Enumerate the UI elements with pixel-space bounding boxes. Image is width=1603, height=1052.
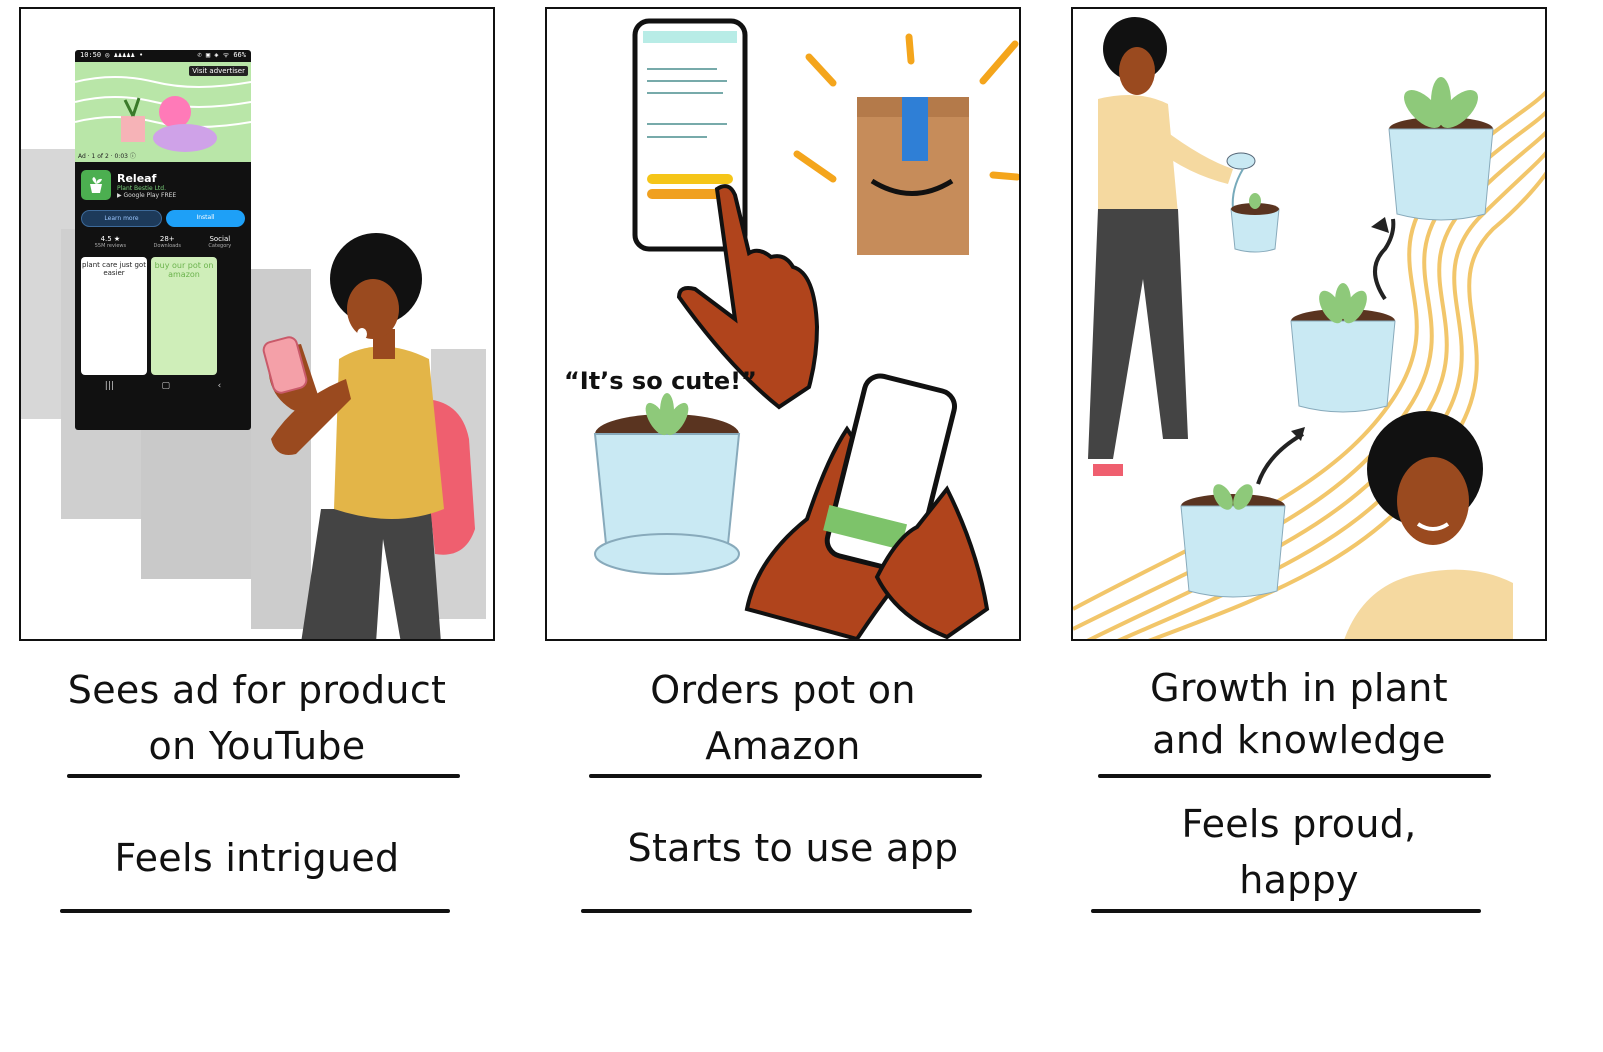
divider-action-3 bbox=[1098, 774, 1491, 778]
divider-action-1 bbox=[67, 774, 460, 778]
app-developer: Plant Bestie Ltd. bbox=[117, 184, 166, 192]
caption-feeling-2-line1: Starts to use app bbox=[627, 826, 959, 870]
phone-status-bar: 10:50 ◎ ♟♟♟♟♟ •✆ ▣ ◈ ᯤ 66% bbox=[80, 51, 246, 59]
standing-person-pants bbox=[1088, 209, 1188, 459]
smiling-person-face bbox=[1397, 457, 1469, 545]
screenshot-plant-care[interactable]: plant care just got easier bbox=[81, 257, 147, 375]
pot-small bbox=[1230, 193, 1280, 253]
caption-action-1-line1: Sees ad for product bbox=[67, 668, 447, 712]
speech-quote: “It’s so cute!” bbox=[564, 367, 757, 395]
panel-growth bbox=[1071, 7, 1547, 641]
caption-feeling-3-line1: Feels proud, bbox=[1181, 802, 1417, 846]
visit-advertiser-button[interactable]: Visit advertiser bbox=[189, 66, 248, 76]
divider-action-2 bbox=[589, 774, 982, 778]
illustration-plant-growth bbox=[1073, 17, 1545, 639]
caption-feeling-1-line1: Feels intrigued bbox=[114, 836, 400, 880]
app-name: Releaf bbox=[117, 171, 157, 185]
divider-feeling-3 bbox=[1091, 909, 1481, 913]
ad-tag: Ad · 1 of 2 · 0:03 ⓘ bbox=[78, 153, 136, 160]
caption-feeling-2: Starts to use app bbox=[555, 820, 1031, 876]
caption-action-3-line1: Growth in plant bbox=[1150, 666, 1448, 710]
screenshot-buy-pot[interactable]: buy our pot on amazon bbox=[151, 257, 217, 375]
face bbox=[347, 279, 399, 339]
caption-action-1: Sees ad for product on YouTube bbox=[19, 662, 495, 774]
smile-logo bbox=[870, 178, 954, 196]
back-icon[interactable]: ‹ bbox=[217, 381, 222, 391]
install-button[interactable]: Install bbox=[166, 210, 245, 227]
caption-action-2-line2: Amazon bbox=[705, 724, 861, 768]
learn-more-button[interactable]: Learn more bbox=[81, 210, 162, 227]
pointing-hand bbox=[676, 184, 820, 410]
add-to-cart-bar bbox=[647, 174, 733, 184]
pot-stage-2 bbox=[1290, 283, 1396, 413]
caption-action-2-line1: Orders pot on bbox=[650, 668, 916, 712]
smiling-person-shirt bbox=[1344, 569, 1513, 639]
android-nav-bar: ||| ▢ ‹ bbox=[81, 381, 245, 391]
buy-now-bar bbox=[647, 189, 733, 199]
recents-icon[interactable]: ||| bbox=[104, 381, 114, 391]
caption-action-1-line2: on YouTube bbox=[148, 724, 366, 768]
panel-orders-pot: “It’s so cute!” bbox=[545, 7, 1021, 641]
caption-feeling-3-line2: happy bbox=[1239, 858, 1359, 902]
standing-person-top bbox=[1098, 95, 1178, 219]
divider-feeling-1 bbox=[60, 909, 450, 913]
youtube-ad-screen: 10:50 ◎ ♟♟♟♟♟ •✆ ▣ ◈ ᯤ 66% Visit adverti… bbox=[75, 50, 251, 430]
caption-action-2: Orders pot on Amazon bbox=[545, 662, 1021, 774]
pot-stage-1 bbox=[1180, 484, 1286, 598]
ad-card: Releaf Plant Bestie Ltd. ▶ Google Play F… bbox=[75, 162, 251, 399]
caption-action-3-line2: and knowledge bbox=[1152, 718, 1446, 762]
stat-rating: 4.5 ★55M reviews bbox=[94, 235, 127, 249]
panel-sees-ad: 10:50 ◎ ♟♟♟♟♟ •✆ ▣ ◈ ᯤ 66% Visit adverti… bbox=[19, 7, 495, 641]
releaf-logo-icon bbox=[81, 170, 111, 200]
divider-feeling-2 bbox=[581, 909, 972, 913]
succulent bbox=[645, 393, 689, 436]
growth-arrow-1 bbox=[1256, 432, 1304, 485]
caption-feeling-1: Feels intrigued bbox=[19, 830, 495, 886]
sparkles bbox=[793, 33, 1019, 183]
home-icon[interactable]: ▢ bbox=[161, 381, 170, 391]
caption-action-3: Growth in plant and knowledge bbox=[1061, 662, 1537, 766]
shirt bbox=[334, 346, 444, 519]
caption-feeling-3: Feels proud, happy bbox=[1061, 796, 1537, 908]
growth-arrow-2 bbox=[1373, 218, 1396, 301]
app-store-label: ▶ Google Play FREE bbox=[117, 191, 177, 199]
pot-stage-3 bbox=[1388, 77, 1494, 221]
stat-downloads: 28+Downloads bbox=[153, 235, 181, 249]
pants bbox=[301, 509, 441, 639]
illustration-ordering bbox=[593, 18, 1019, 639]
pink-phone bbox=[262, 336, 308, 394]
ad-video: Visit advertiser Ad · 1 of 2 · 0:03 ⓘ bbox=[75, 62, 251, 162]
box-tape bbox=[902, 97, 928, 161]
